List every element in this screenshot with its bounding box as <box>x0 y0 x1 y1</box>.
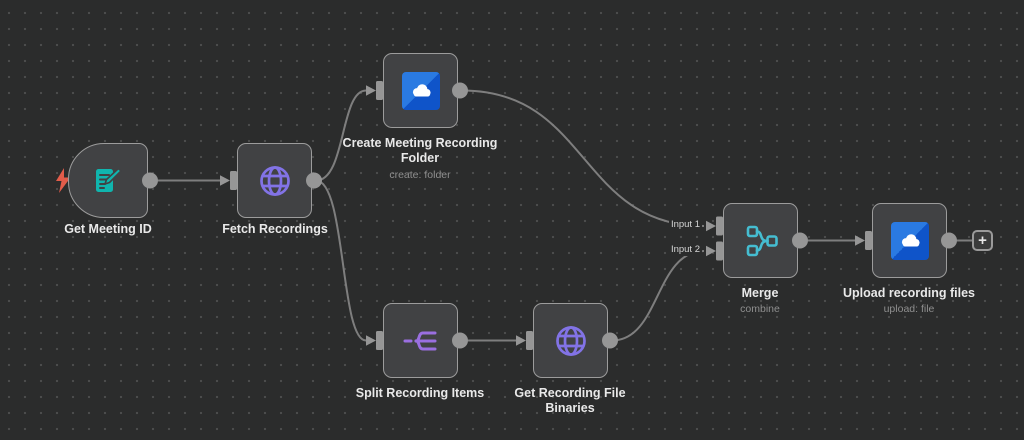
node-label-split-recording-items: Split Recording Items <box>355 386 485 400</box>
node-upload-recording-files[interactable] <box>872 203 947 278</box>
merge-icon <box>741 221 781 261</box>
arrowhead <box>855 235 865 246</box>
input-port[interactable] <box>230 171 237 190</box>
merge-input1-label: Input 1 <box>668 219 702 231</box>
trigger-bolt-icon <box>56 168 71 193</box>
onedrive-cloud-icon <box>401 71 440 110</box>
node-create-meeting-recording-folder[interactable] <box>383 53 458 128</box>
node-split-recording-items[interactable] <box>383 303 458 378</box>
node-label-get-meeting-id: Get Meeting ID <box>64 222 152 236</box>
arrowhead <box>516 335 526 346</box>
node-subtitle: combine <box>740 303 780 316</box>
arrowhead <box>366 335 376 346</box>
node-label-create-meeting-recording-folder: Create Meeting Recording Folder create: … <box>340 136 500 181</box>
arrowhead <box>706 220 716 232</box>
arrowhead <box>366 85 376 96</box>
node-fetch-recordings[interactable] <box>237 143 312 218</box>
node-merge[interactable] <box>723 203 798 278</box>
node-label-merge: Merge combine <box>675 286 845 316</box>
node-subtitle: create: folder <box>389 168 451 181</box>
input-port[interactable] <box>716 216 723 236</box>
split-out-icon <box>401 321 441 361</box>
input-port[interactable] <box>526 331 533 350</box>
input-port[interactable] <box>376 331 383 350</box>
node-get-recording-file-binaries[interactable] <box>533 303 608 378</box>
merge-input2-label: Input 2 <box>668 244 702 256</box>
input-port[interactable] <box>865 231 872 250</box>
form-trigger-icon <box>90 163 126 199</box>
onedrive-cloud-icon <box>890 221 929 260</box>
connection-fetchrecordings-splititems <box>315 179 367 342</box>
node-label-fetch-recordings: Fetch Recordings <box>222 222 328 236</box>
arrowhead <box>220 175 230 186</box>
http-request-globe-icon <box>551 321 591 361</box>
node-label-upload-recording-files: Upload recording files upload: file <box>824 286 994 316</box>
node-subtitle: upload: file <box>883 303 935 316</box>
input-port[interactable] <box>376 81 383 100</box>
node-label-get-recording-file-binaries: Get Recording File Binaries <box>514 386 626 416</box>
node-get-meeting-id[interactable] <box>68 143 148 218</box>
http-request-globe-icon <box>255 161 295 201</box>
arrowhead <box>706 245 716 257</box>
input-port[interactable] <box>716 241 723 261</box>
add-node-button[interactable]: + <box>972 230 993 251</box>
